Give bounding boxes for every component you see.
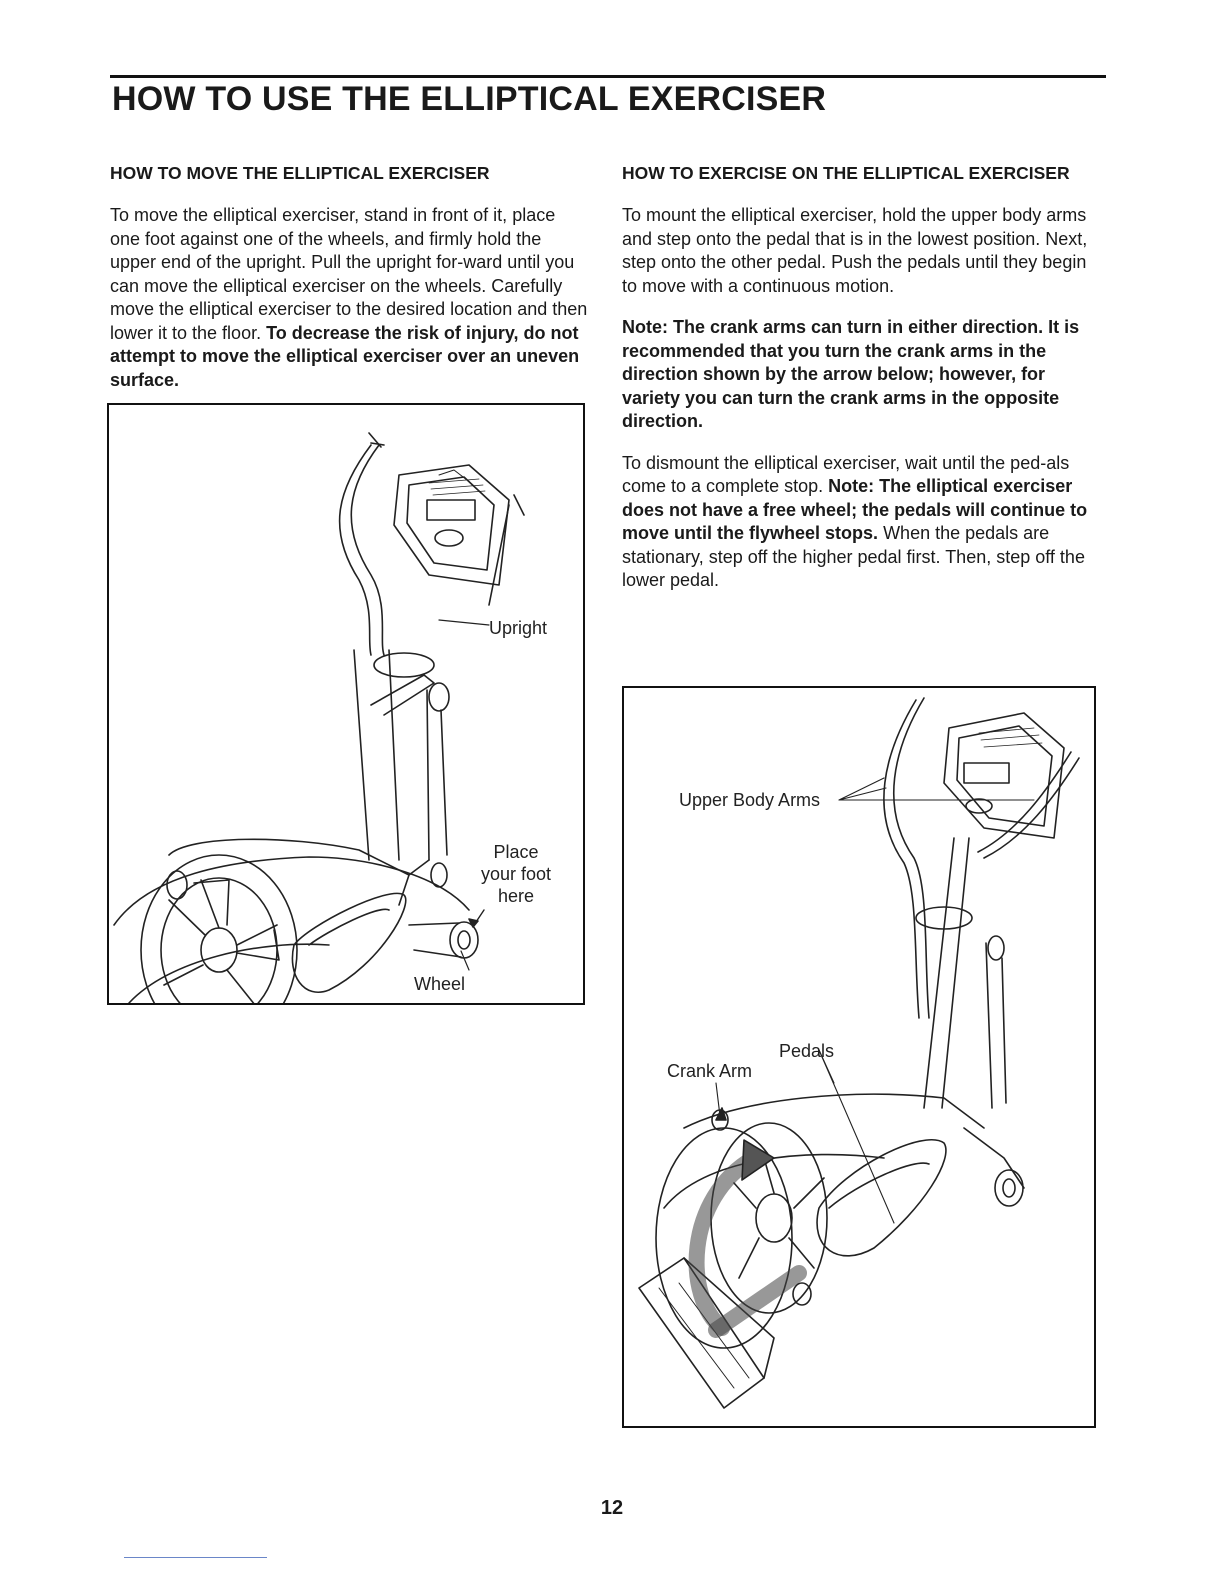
- dismount-text-2: When the pedals are stationary, step off…: [622, 523, 1085, 590]
- right-column: HOW TO EXERCISE ON THE ELLIPTICAL EXERCI…: [622, 162, 1102, 611]
- move-section-heading: HOW TO MOVE THE ELLIPTICAL EXERCISER: [110, 163, 490, 183]
- dismount-text-1: To dismount the elliptical exerciser, wa…: [622, 452, 1070, 497]
- dismount-instructions: To dismount the elliptical exerciser, wa…: [622, 452, 1102, 593]
- elliptical-illustration-side: [113, 432, 525, 1003]
- move-instructions-text: To move the elliptical exerciser, stand …: [110, 205, 588, 343]
- page-title: HOW TO USE THE ELLIPTICAL EXERCISER: [112, 80, 827, 118]
- footer-divider: [124, 1557, 267, 1558]
- place-foot-label: Place your foot here: [481, 842, 552, 906]
- left-column: HOW TO MOVE THE ELLIPTICAL EXERCISER To …: [110, 162, 590, 410]
- exercise-section-heading: HOW TO EXERCISE ON THE ELLIPTICAL EXERCI…: [622, 163, 1070, 183]
- figure-move-exerciser: Upright Place your foot here Wheel: [107, 403, 585, 1005]
- title-rule: [110, 75, 1106, 78]
- upper-body-arms-label: Upper Body Arms: [679, 790, 821, 810]
- crank-direction-note: Note: The crank arms can turn in either …: [622, 317, 1080, 431]
- upright-label: Upright: [489, 618, 548, 638]
- mount-instructions: To mount the elliptical exerciser, hold …: [622, 205, 1088, 296]
- pedals-label: Pedals: [779, 1041, 835, 1061]
- move-instructions: To move the elliptical exerciser, stand …: [110, 204, 590, 392]
- move-warning: To decrease the risk of injury, do not a…: [110, 322, 580, 390]
- figure-exercise-exerciser: Upper Body Arms Pedals Crank Arm: [622, 686, 1096, 1428]
- wheel-label: Wheel: [414, 974, 466, 994]
- page-number: 12: [600, 1497, 624, 1519]
- elliptical-illustration-front: [638, 697, 1080, 1409]
- free-wheel-note: Note: The elliptical exerciser does not …: [622, 476, 1088, 543]
- crank-arm-label: Crank Arm: [667, 1061, 753, 1081]
